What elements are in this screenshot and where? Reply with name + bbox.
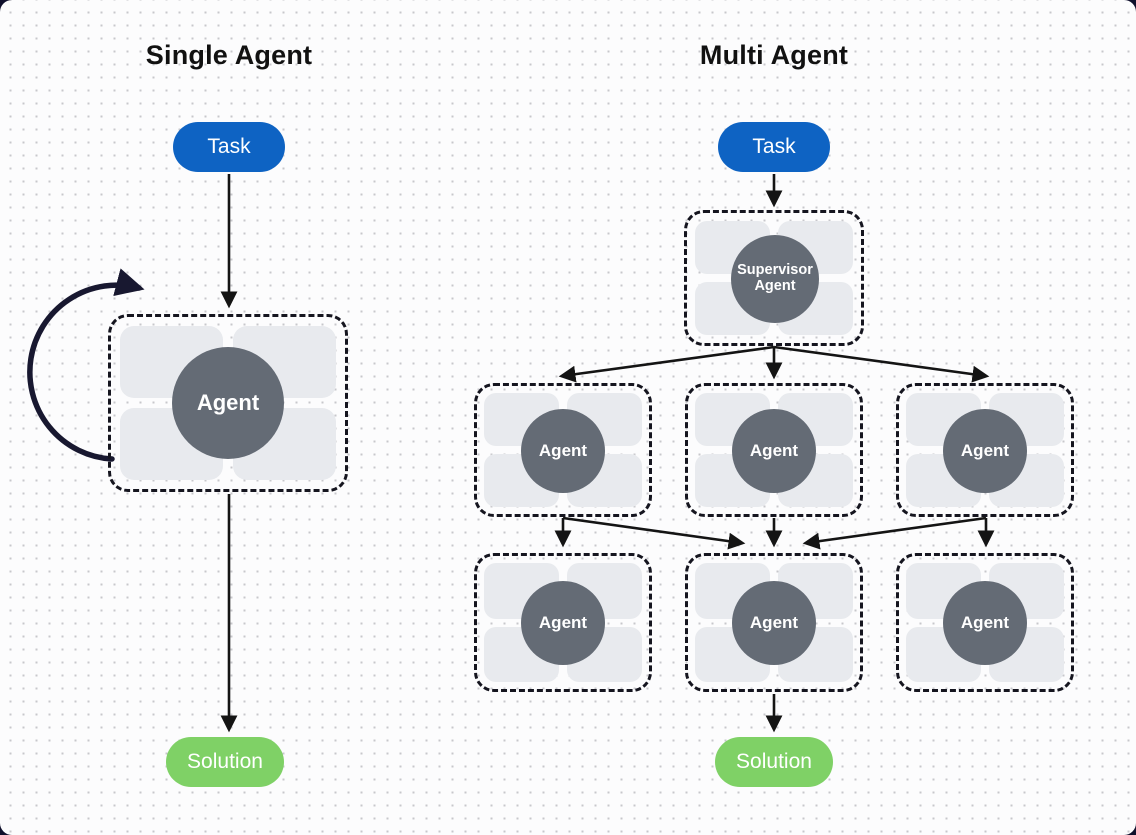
agent-box-row1-middle: Agent — [685, 383, 863, 517]
task-node-multi: Task — [718, 122, 830, 172]
agent-box-single: Agent — [108, 314, 348, 492]
supervisor-agent-circle: Supervisor Agent — [731, 235, 819, 323]
agent-box-row1-right: Agent — [896, 383, 1074, 517]
agent-circle: Agent — [732, 581, 816, 665]
agent-circle: Agent — [943, 409, 1027, 493]
agent-circle-single: Agent — [172, 347, 284, 459]
agent-circle: Agent — [521, 581, 605, 665]
agent-box-row2-left: Agent — [474, 553, 652, 692]
arrow-supervisor-to-agent1 — [558, 345, 775, 383]
single-agent-title: Single Agent — [145, 40, 313, 70]
agent-circle: Agent — [732, 409, 816, 493]
agent-box-row2-right: Agent — [896, 553, 1074, 692]
agent-box-row2-middle: Agent — [685, 553, 863, 692]
task-node-single: Task — [173, 122, 285, 172]
agent-box-row1-left: Agent — [474, 383, 652, 517]
multi-agent-title: Multi Agent — [699, 40, 849, 70]
arrow-supervisor-to-agent3 — [773, 345, 990, 383]
arrow-agent3-to-agent5 — [802, 516, 987, 550]
agent-circle: Agent — [521, 409, 605, 493]
agent-circle: Agent — [943, 581, 1027, 665]
solution-node-single: Solution — [166, 737, 284, 787]
supervisor-label-line2: Agent — [754, 278, 796, 294]
supervisor-label-line1: Supervisor — [737, 262, 813, 279]
supervisor-agent-box: Supervisor Agent — [684, 210, 864, 346]
arrow-agent1-to-agent5 — [562, 516, 746, 550]
solution-node-multi: Solution — [715, 737, 833, 787]
